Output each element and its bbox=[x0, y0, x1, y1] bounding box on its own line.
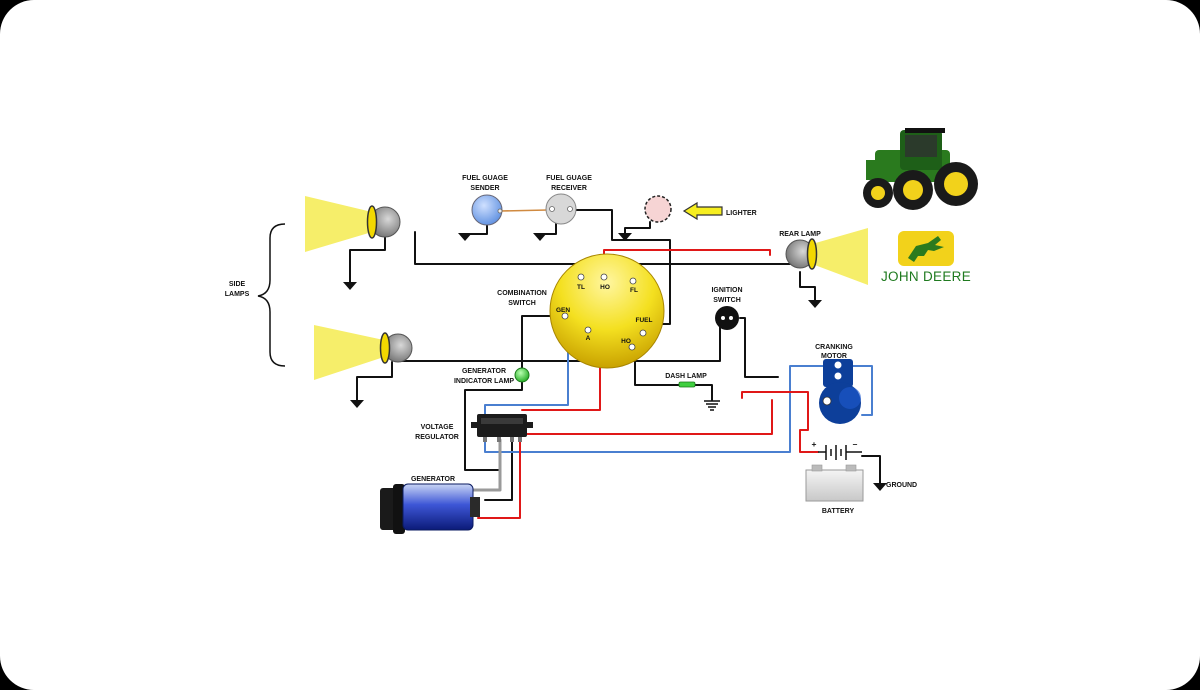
label-ignition-switch-1: IGNITION bbox=[711, 287, 742, 294]
wire-sidelamp-top-to-tl bbox=[414, 231, 791, 265]
terminal-fl bbox=[629, 277, 637, 285]
wire-ignition-to-motor bbox=[739, 317, 779, 378]
ground-arrow-battery bbox=[873, 483, 887, 491]
terminal-label-tl: TL bbox=[577, 284, 585, 291]
label-lighter: LIGHTER bbox=[726, 210, 757, 217]
ground-arrow-sidelamp-bottom bbox=[350, 400, 364, 408]
wire-dash-ground bbox=[693, 384, 713, 401]
terminal-gen bbox=[561, 312, 569, 320]
label-voltage-regulator-2: REGULATOR bbox=[415, 434, 459, 441]
wire-regulator-to-motor bbox=[484, 365, 873, 453]
generator-indicator-lamp bbox=[514, 367, 530, 383]
side-lamps-brace bbox=[257, 223, 286, 367]
generator bbox=[380, 483, 480, 534]
deer-icon bbox=[908, 236, 944, 262]
label-generator-indicator-1: GENERATOR bbox=[462, 368, 506, 375]
ignition-switch bbox=[715, 306, 739, 330]
terminal-fuel bbox=[639, 329, 647, 337]
wire-gray-gen bbox=[468, 438, 502, 492]
wire-battery-ground bbox=[861, 455, 881, 485]
ground-arrow-receiver bbox=[533, 233, 547, 241]
wires bbox=[349, 209, 881, 519]
wire-red-to-batt bbox=[799, 401, 819, 453]
wire-sidelamp-bottom-ground bbox=[356, 361, 393, 401]
wire-gen-to-regulator bbox=[464, 315, 566, 471]
lamp-lens bbox=[806, 238, 818, 270]
terminal-label-ho-bottom: HO bbox=[621, 338, 631, 345]
terminal-tl bbox=[577, 273, 585, 281]
label-combination-switch-1: COMBINATION bbox=[497, 290, 547, 297]
ground-arrow-sender bbox=[458, 233, 472, 241]
side-lamp-bottom bbox=[314, 325, 413, 380]
lamp-beam bbox=[305, 196, 372, 252]
rear-lamp bbox=[785, 228, 868, 285]
fuel-gauge-sender bbox=[471, 194, 503, 226]
tractor-icon bbox=[863, 128, 978, 210]
label-battery-minus: – bbox=[853, 439, 858, 449]
terminal-label-ho-top: HO bbox=[600, 284, 610, 291]
dash-lamp bbox=[678, 381, 696, 388]
label-fuel-sender-2: SENDER bbox=[470, 185, 499, 192]
combination-switch bbox=[549, 253, 665, 369]
label-fuel-receiver-1: FUEL GUAGE bbox=[546, 175, 592, 182]
wire-regulator-to-generator bbox=[484, 439, 513, 501]
wire-sender-to-receiver bbox=[499, 209, 549, 212]
label-fuel-receiver-2: RECEIVER bbox=[551, 185, 587, 192]
terminal-label-fuel: FUEL bbox=[636, 317, 653, 324]
label-generator-indicator-2: INDICATOR LAMP bbox=[454, 378, 514, 385]
battery bbox=[805, 445, 864, 502]
label-ignition-switch-2: SWITCH bbox=[713, 297, 741, 304]
lighter-arrow-icon bbox=[682, 201, 723, 221]
ground-arrow-lighter bbox=[618, 233, 632, 241]
wire-sidelamp-top-ground bbox=[349, 231, 386, 283]
label-battery-plus: + bbox=[812, 439, 817, 449]
lamp-beam bbox=[314, 325, 384, 380]
terminal-ho-top bbox=[600, 273, 608, 281]
terminal-a bbox=[584, 326, 592, 334]
wire-lighter-ground bbox=[624, 221, 651, 235]
lamp-lens bbox=[379, 332, 391, 364]
battery-symbol-icon bbox=[818, 445, 862, 460]
label-side-lamps-1: SIDE bbox=[229, 281, 246, 288]
label-voltage-regulator-1: VOLTAGE bbox=[421, 424, 454, 431]
label-generator: GENERATOR bbox=[411, 476, 455, 483]
side-lamp-top bbox=[305, 196, 401, 252]
label-fuel-sender-1: FUEL GUAGE bbox=[462, 175, 508, 182]
ground-arrow-sidelamp-top bbox=[343, 282, 357, 290]
label-battery: BATTERY bbox=[822, 508, 855, 515]
wire-rearlamp-ground bbox=[799, 271, 816, 301]
terminal-ho-bottom bbox=[628, 343, 636, 351]
lamp-beam bbox=[812, 228, 868, 285]
ground-symbols bbox=[343, 233, 887, 491]
cranking-motor bbox=[819, 359, 861, 424]
label-combination-switch-2: SWITCH bbox=[508, 300, 536, 307]
label-cranking-motor-2: MOTOR bbox=[821, 353, 847, 360]
label-cranking-motor-1: CRANKING bbox=[815, 344, 853, 351]
wire-battery-to-regulator bbox=[521, 399, 773, 435]
voltage-regulator bbox=[471, 414, 533, 442]
fuel-gauge-receiver bbox=[545, 193, 577, 225]
terminal-label-gen: GEN bbox=[556, 307, 570, 314]
label-side-lamps-2: LAMPS bbox=[225, 291, 250, 298]
ground-arrow-rearlamp bbox=[808, 300, 822, 308]
john-deere-logo bbox=[898, 231, 954, 266]
wire-motor-to-battery bbox=[789, 391, 809, 403]
brand-john-deere: JOHN DEERE bbox=[881, 269, 971, 284]
terminal-label-a: A bbox=[586, 335, 591, 342]
label-dash-lamp: DASH LAMP bbox=[665, 373, 707, 380]
labels: SIDE LAMPS FUEL GUAGE SENDER FUEL GUAGE … bbox=[225, 175, 971, 515]
lighter bbox=[644, 195, 723, 223]
terminal-label-fl: FL bbox=[630, 287, 638, 294]
wire-receiver-ground bbox=[539, 221, 557, 235]
ground-dash-lamp bbox=[704, 400, 720, 411]
lamp-lens bbox=[366, 205, 378, 239]
label-rear-lamp: REAR LAMP bbox=[779, 231, 821, 238]
label-ground: GROUND bbox=[886, 482, 917, 489]
wire-regulator-to-gen-red bbox=[477, 439, 521, 519]
wire-fuel-to-receiver bbox=[559, 209, 671, 325]
